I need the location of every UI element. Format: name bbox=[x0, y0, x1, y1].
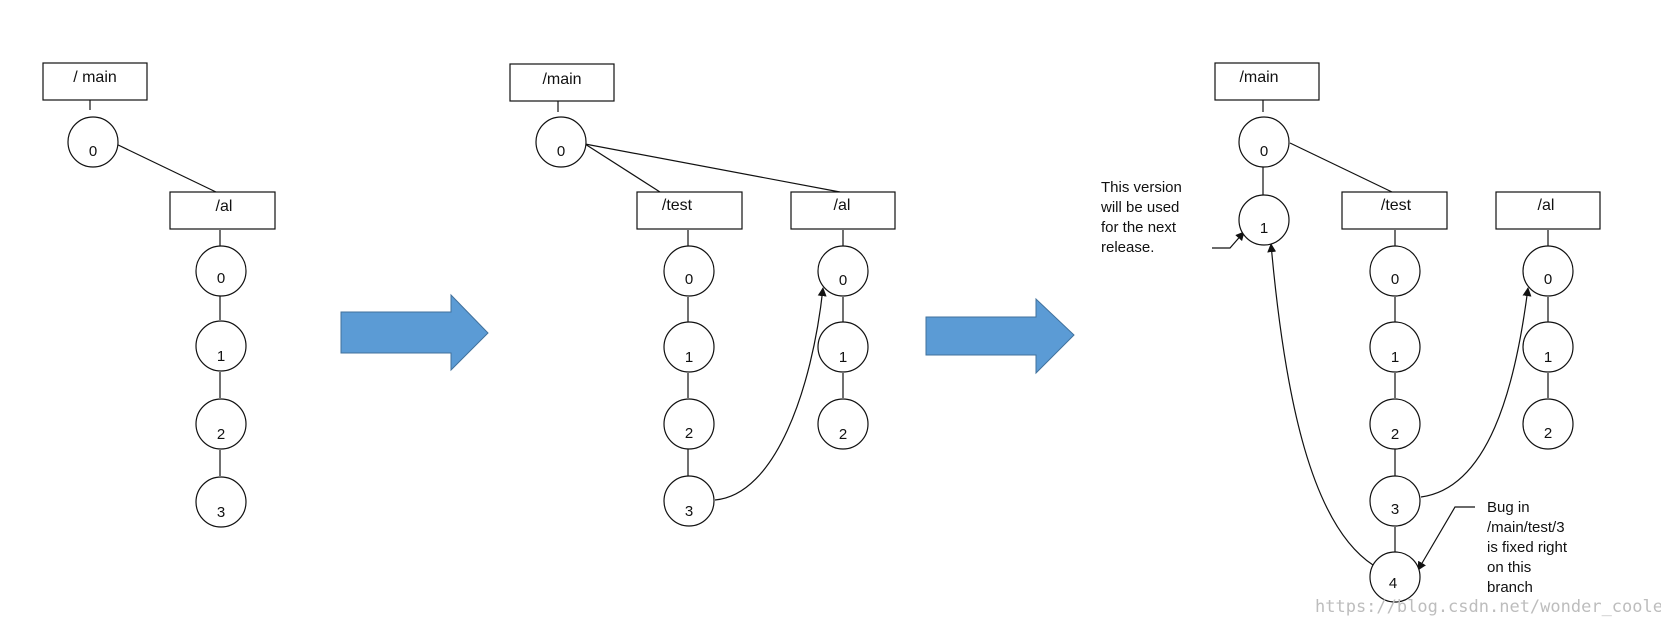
version-number: 0 bbox=[1260, 143, 1268, 160]
version-node: 2 bbox=[663, 398, 715, 450]
version-number: 0 bbox=[1391, 271, 1399, 288]
version-number: 0 bbox=[1544, 271, 1552, 288]
bug-note-line: /main/test/3 bbox=[1487, 519, 1565, 536]
release-note-line: This version bbox=[1101, 179, 1182, 196]
version-number: 1 bbox=[1544, 349, 1552, 366]
version-number: 0 bbox=[685, 271, 693, 288]
bug-note-line: is fixed right bbox=[1487, 539, 1568, 556]
transition-arrow bbox=[340, 293, 489, 372]
version-node: 1 bbox=[817, 321, 869, 373]
branch-box-main: / main bbox=[42, 62, 148, 101]
branch-box-main: /main bbox=[1214, 62, 1320, 101]
release-note-line: release. bbox=[1101, 239, 1154, 256]
branch-label: /al bbox=[216, 198, 233, 215]
branch-label: /main bbox=[542, 71, 581, 88]
branch-box-al: /al bbox=[169, 191, 276, 230]
version-number: 0 bbox=[217, 270, 225, 287]
branch-label: / main bbox=[73, 69, 117, 86]
release-note: This version will be used for the next r… bbox=[1100, 179, 1186, 256]
release-note-line: for the next bbox=[1101, 219, 1177, 236]
stage-3: /main 0 1 /test 0 1 2 3 bbox=[1100, 62, 1601, 603]
version-number: 1 bbox=[685, 349, 693, 366]
version-number: 4 bbox=[1389, 575, 1397, 592]
version-number: 1 bbox=[839, 349, 847, 366]
bug-note-line: on this bbox=[1487, 559, 1531, 576]
bug-note-line: branch bbox=[1487, 579, 1533, 596]
version-node: 0 bbox=[1238, 116, 1290, 168]
version-node: 3 bbox=[195, 476, 247, 528]
branch-box-test: /test bbox=[1341, 191, 1448, 230]
version-node: 0 bbox=[817, 245, 869, 297]
merge-arrow bbox=[714, 287, 827, 501]
version-number: 2 bbox=[1544, 425, 1552, 442]
version-node: 1 bbox=[195, 320, 247, 372]
stage-2: /main 0 /test 0 1 2 3 /al bbox=[509, 63, 896, 527]
branch-box-main: /main bbox=[509, 63, 615, 102]
note-pointer bbox=[1417, 506, 1475, 571]
version-node: 2 bbox=[1369, 398, 1421, 450]
edge bbox=[113, 142, 217, 193]
bug-note: Bug in /main/test/3 is fixed right on th… bbox=[1487, 499, 1571, 596]
version-number: 3 bbox=[1391, 501, 1399, 518]
version-number: 2 bbox=[839, 426, 847, 443]
version-node: 3 bbox=[1369, 475, 1421, 527]
version-number: 0 bbox=[839, 272, 847, 289]
version-number: 1 bbox=[217, 348, 225, 365]
version-node: 0 bbox=[1369, 245, 1421, 297]
version-node: 2 bbox=[817, 398, 869, 450]
version-node: 1 bbox=[1238, 194, 1290, 246]
version-number: 3 bbox=[217, 504, 225, 521]
version-node: 1 bbox=[1522, 321, 1574, 373]
stage-1: / main 0 /al 0 1 2 3 bbox=[42, 62, 276, 528]
version-number: 1 bbox=[1391, 349, 1399, 366]
version-node: 2 bbox=[1522, 398, 1574, 450]
branch-box-test: /test bbox=[636, 191, 743, 230]
branch-box-al: /al bbox=[790, 191, 896, 230]
version-number: 3 bbox=[685, 503, 693, 520]
edge bbox=[584, 143, 661, 193]
branch-label: /al bbox=[834, 197, 851, 214]
version-node: 1 bbox=[1369, 321, 1421, 373]
version-number: 1 bbox=[1260, 220, 1268, 237]
version-number: 0 bbox=[89, 143, 97, 160]
version-node: 4 bbox=[1369, 551, 1421, 603]
version-node: 0 bbox=[1522, 245, 1574, 297]
release-note-line: will be used bbox=[1100, 199, 1179, 216]
branch-label: /test bbox=[662, 197, 693, 214]
note-pointer bbox=[1212, 231, 1245, 249]
version-number: 2 bbox=[1391, 426, 1399, 443]
version-node: 0 bbox=[195, 245, 247, 297]
version-node: 0 bbox=[67, 116, 119, 168]
version-node: 3 bbox=[663, 475, 715, 527]
version-number: 2 bbox=[217, 426, 225, 443]
version-number: 2 bbox=[685, 425, 693, 442]
merge-arrow bbox=[1420, 287, 1532, 498]
fix-arrow bbox=[1267, 243, 1374, 566]
version-number: 0 bbox=[557, 143, 565, 160]
branch-label: /main bbox=[1239, 69, 1278, 86]
branch-label: /test bbox=[1381, 197, 1412, 214]
version-node: 1 bbox=[663, 321, 715, 373]
bug-note-line: Bug in bbox=[1487, 499, 1530, 516]
edge bbox=[1289, 142, 1393, 193]
watermark: https://blog.csdn.net/wonder_coole bbox=[1315, 597, 1661, 617]
branch-label: /al bbox=[1538, 197, 1555, 214]
edge bbox=[584, 143, 841, 193]
transition-arrow bbox=[925, 297, 1075, 375]
version-node: 0 bbox=[663, 245, 715, 297]
version-node: 2 bbox=[195, 398, 247, 450]
branch-box-al: /al bbox=[1495, 191, 1601, 230]
version-node: 0 bbox=[535, 116, 587, 168]
